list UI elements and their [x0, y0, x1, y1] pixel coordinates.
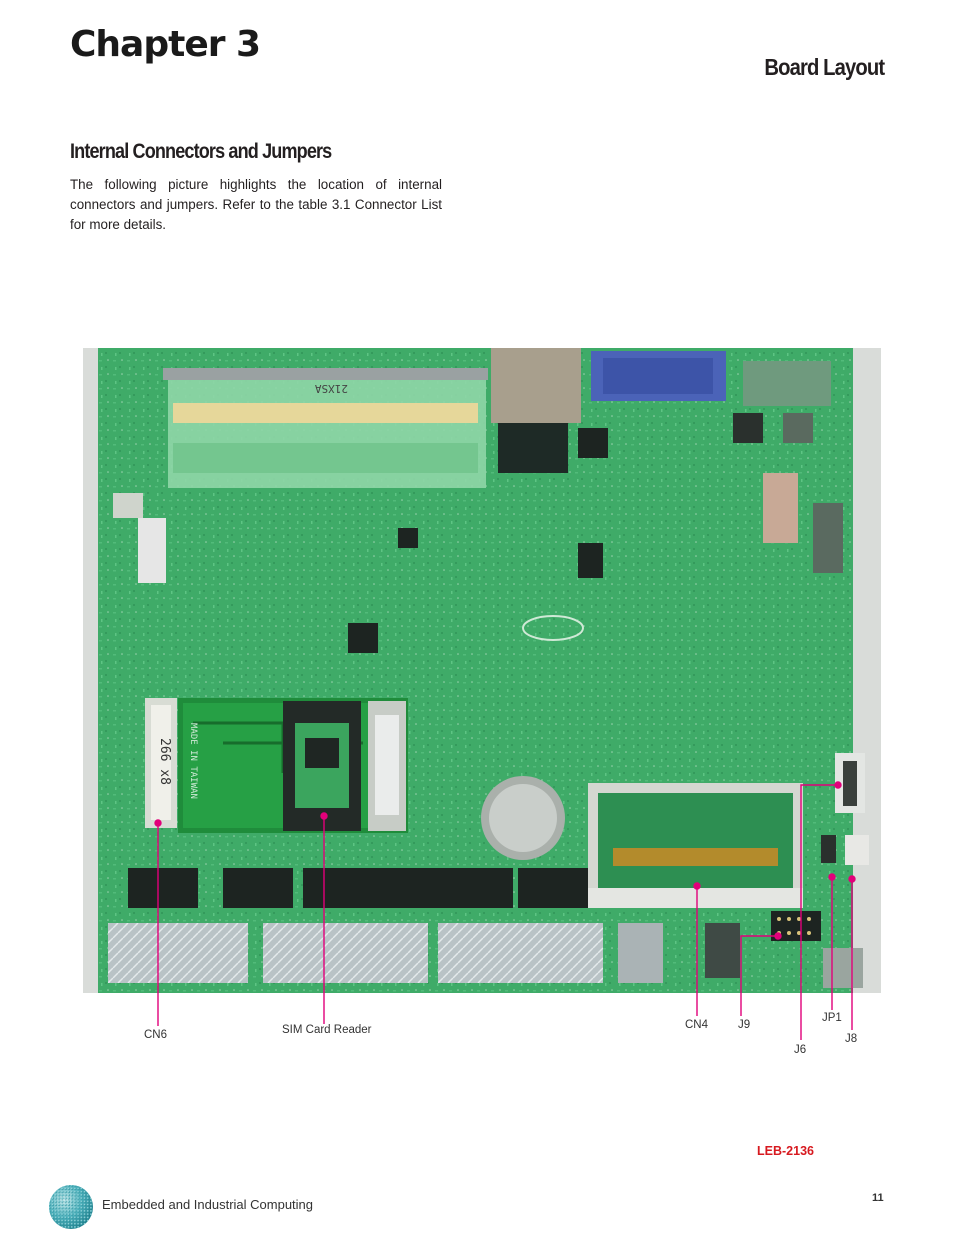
company-logo-icon: [49, 1185, 93, 1229]
product-name: LEB-2136: [757, 1144, 814, 1158]
svg-text:266 x8: 266 x8: [157, 738, 172, 785]
sim-holder: [283, 701, 406, 831]
sodimm-slot-top: 21XSA: [163, 368, 488, 488]
lan-connector: [491, 348, 581, 423]
footer-company: Embedded and Industrial Computing: [102, 1197, 314, 1212]
label-j9: J9: [738, 1019, 751, 1031]
label-sim-card-reader: SIM Card Reader: [282, 1024, 372, 1036]
label-cn4: CN4: [685, 1019, 709, 1031]
bottom-io: [108, 923, 863, 988]
svg-text:21XSA: 21XSA: [315, 382, 348, 395]
pin-header: [771, 911, 821, 941]
chapter-title: Chapter 3: [70, 24, 261, 65]
power-connector: [743, 361, 831, 406]
label-cn6: CN6: [144, 1029, 168, 1041]
label-j6: J6: [794, 1044, 807, 1056]
svg-text:MADE IN TAIWAN: MADE IN TAIWAN: [188, 723, 198, 799]
section-title: Board Layout: [764, 54, 885, 80]
board-photo: 21XSA 266 x8 MADE IN TAIWAN: [83, 348, 881, 993]
subsection-title: Internal Connectors and Jumpers: [70, 140, 332, 163]
intro-paragraph: The following picture highlights the loc…: [70, 177, 442, 232]
cf-slot: [588, 783, 803, 908]
label-j8: J8: [845, 1033, 858, 1045]
label-jp1: JP1: [822, 1012, 842, 1024]
page-number: 11: [872, 1192, 884, 1204]
